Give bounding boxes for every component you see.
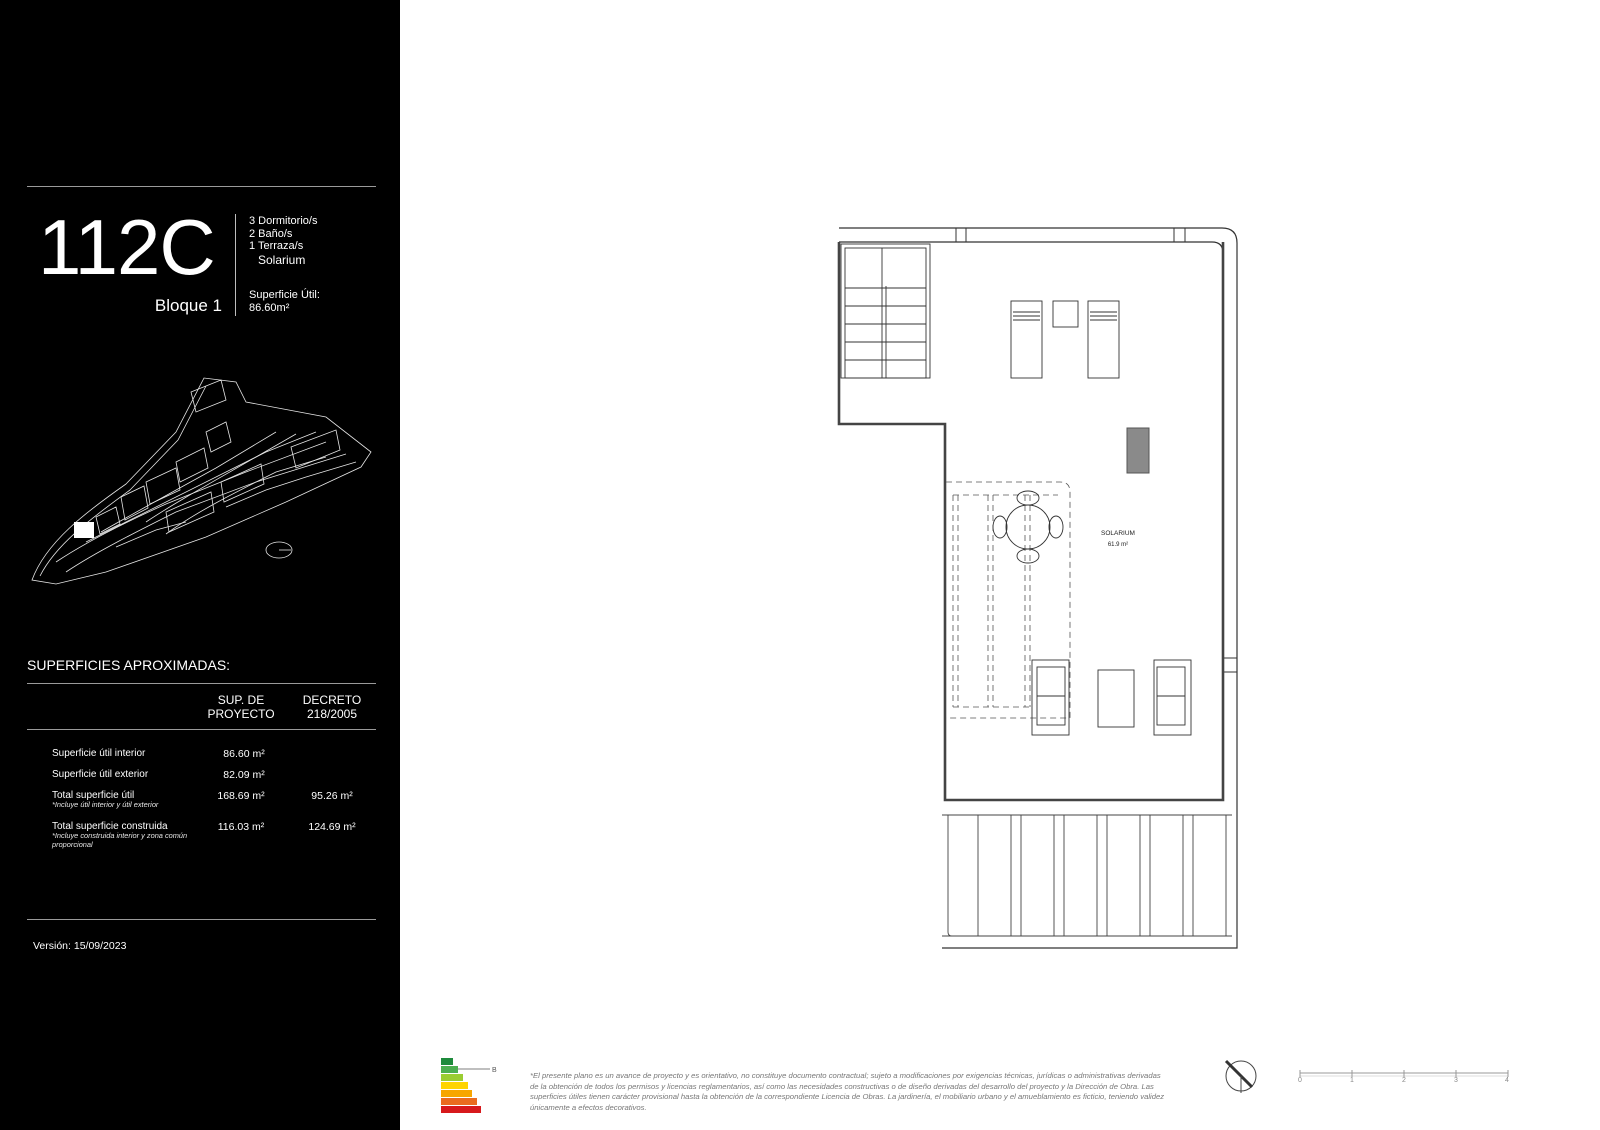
top-rule — [27, 186, 376, 187]
row-label-interior: Superficie útil interior — [52, 748, 146, 759]
scale-tick-1: 1 — [1350, 1077, 1354, 1084]
row-label-total-construida: Total superficie construida — [52, 821, 168, 832]
legal-disclaimer: *El presente plano es un avance de proye… — [530, 1071, 1165, 1112]
value-interior-proyecto: 86.60 m² — [223, 748, 265, 760]
feature-solarium: Solarium — [258, 252, 306, 267]
compass-icon — [1224, 1059, 1257, 1093]
pergola-slats — [942, 814, 1232, 937]
solarium-walls — [837, 242, 1225, 802]
site-axonometric-drawing — [31, 377, 372, 585]
energy-label-icon: B — [441, 1058, 497, 1113]
bloque-label: Bloque 1 — [154, 296, 222, 315]
scale-bar-icon — [1299, 1070, 1509, 1077]
col-header-proyecto-line1: SUP. DE — [217, 693, 265, 707]
outer-parapet — [839, 227, 1238, 949]
row-label-total-util: Total superficie útil — [52, 790, 135, 801]
round-table-set — [992, 490, 1064, 564]
superficie-util-label: Superficie Útil: — [249, 289, 320, 301]
col-header-proyecto: SUP. DE PROYECTO — [186, 693, 296, 721]
feature-terrazas: 1 Terraza/s — [249, 240, 304, 253]
row-note-total-util: *Incluye útil interior y útil exterior — [52, 800, 159, 809]
table-header-rule — [27, 729, 376, 730]
sun-loungers-top — [1010, 300, 1120, 379]
version-label: Versión: 15/09/2023 — [33, 940, 127, 952]
unit-code: 112C — [38, 203, 216, 291]
value-total-construida-proyecto: 116.03 m² — [217, 821, 265, 833]
col-header-decreto: DECRETO 218/2005 — [277, 693, 387, 721]
value-total-util-proyecto: 168.69 m² — [217, 790, 265, 802]
room-area-solarium: 61.9 m² — [1108, 542, 1128, 548]
feature-banos: 2 Baño/s — [249, 227, 293, 240]
staircase — [840, 243, 931, 379]
scale-tick-2: 2 — [1402, 1077, 1406, 1084]
row-note-total-construida: *Incluye construida interior y zona comú… — [52, 831, 188, 849]
vent-block — [1126, 427, 1150, 474]
feature-dormitorios: 3 Dormitorio/s — [249, 215, 318, 227]
header-separator — [235, 214, 236, 316]
col-header-decreto-line2: 218/2005 — [306, 707, 358, 721]
row-label-exterior: Superficie útil exterior — [52, 769, 149, 780]
info-sidebar: 112C Bloque 1 3 Dormitorio/s 2 Baño/s 1 … — [0, 0, 400, 1130]
scale-bar: 0 1 2 3 4 — [1298, 1066, 1512, 1090]
table-top-rule — [27, 683, 376, 684]
bottom-rule — [27, 919, 376, 920]
room-label-solarium: SOLARIUM — [1101, 530, 1135, 537]
scale-tick-4: 4 — [1505, 1077, 1509, 1084]
superficie-util-value: 86.60m² — [249, 301, 290, 314]
lounge-furniture — [1031, 659, 1192, 736]
surfaces-title: SUPERFICIES APROXIMADAS: — [27, 657, 231, 673]
scale-tick-3: 3 — [1454, 1077, 1458, 1084]
floor-plan: SOLARIUM 61.9 m² — [837, 227, 1238, 949]
col-header-decreto-line1: DECRETO — [302, 693, 362, 707]
value-exterior-proyecto: 82.09 m² — [223, 769, 265, 781]
selected-unit-marker — [74, 522, 94, 538]
superficie-util: Superficie Útil: 86.60m² — [249, 289, 320, 314]
value-total-construida-decreto: 124.69 m² — [308, 821, 356, 833]
col-header-proyecto-line2: PROYECTO — [207, 707, 275, 721]
energy-rating: B — [492, 1067, 497, 1074]
unit-features: 3 Dormitorio/s 2 Baño/s 1 Terraza/s Sola… — [249, 215, 317, 268]
value-total-util-decreto: 95.26 m² — [311, 790, 353, 802]
scale-tick-0: 0 — [1298, 1077, 1302, 1084]
